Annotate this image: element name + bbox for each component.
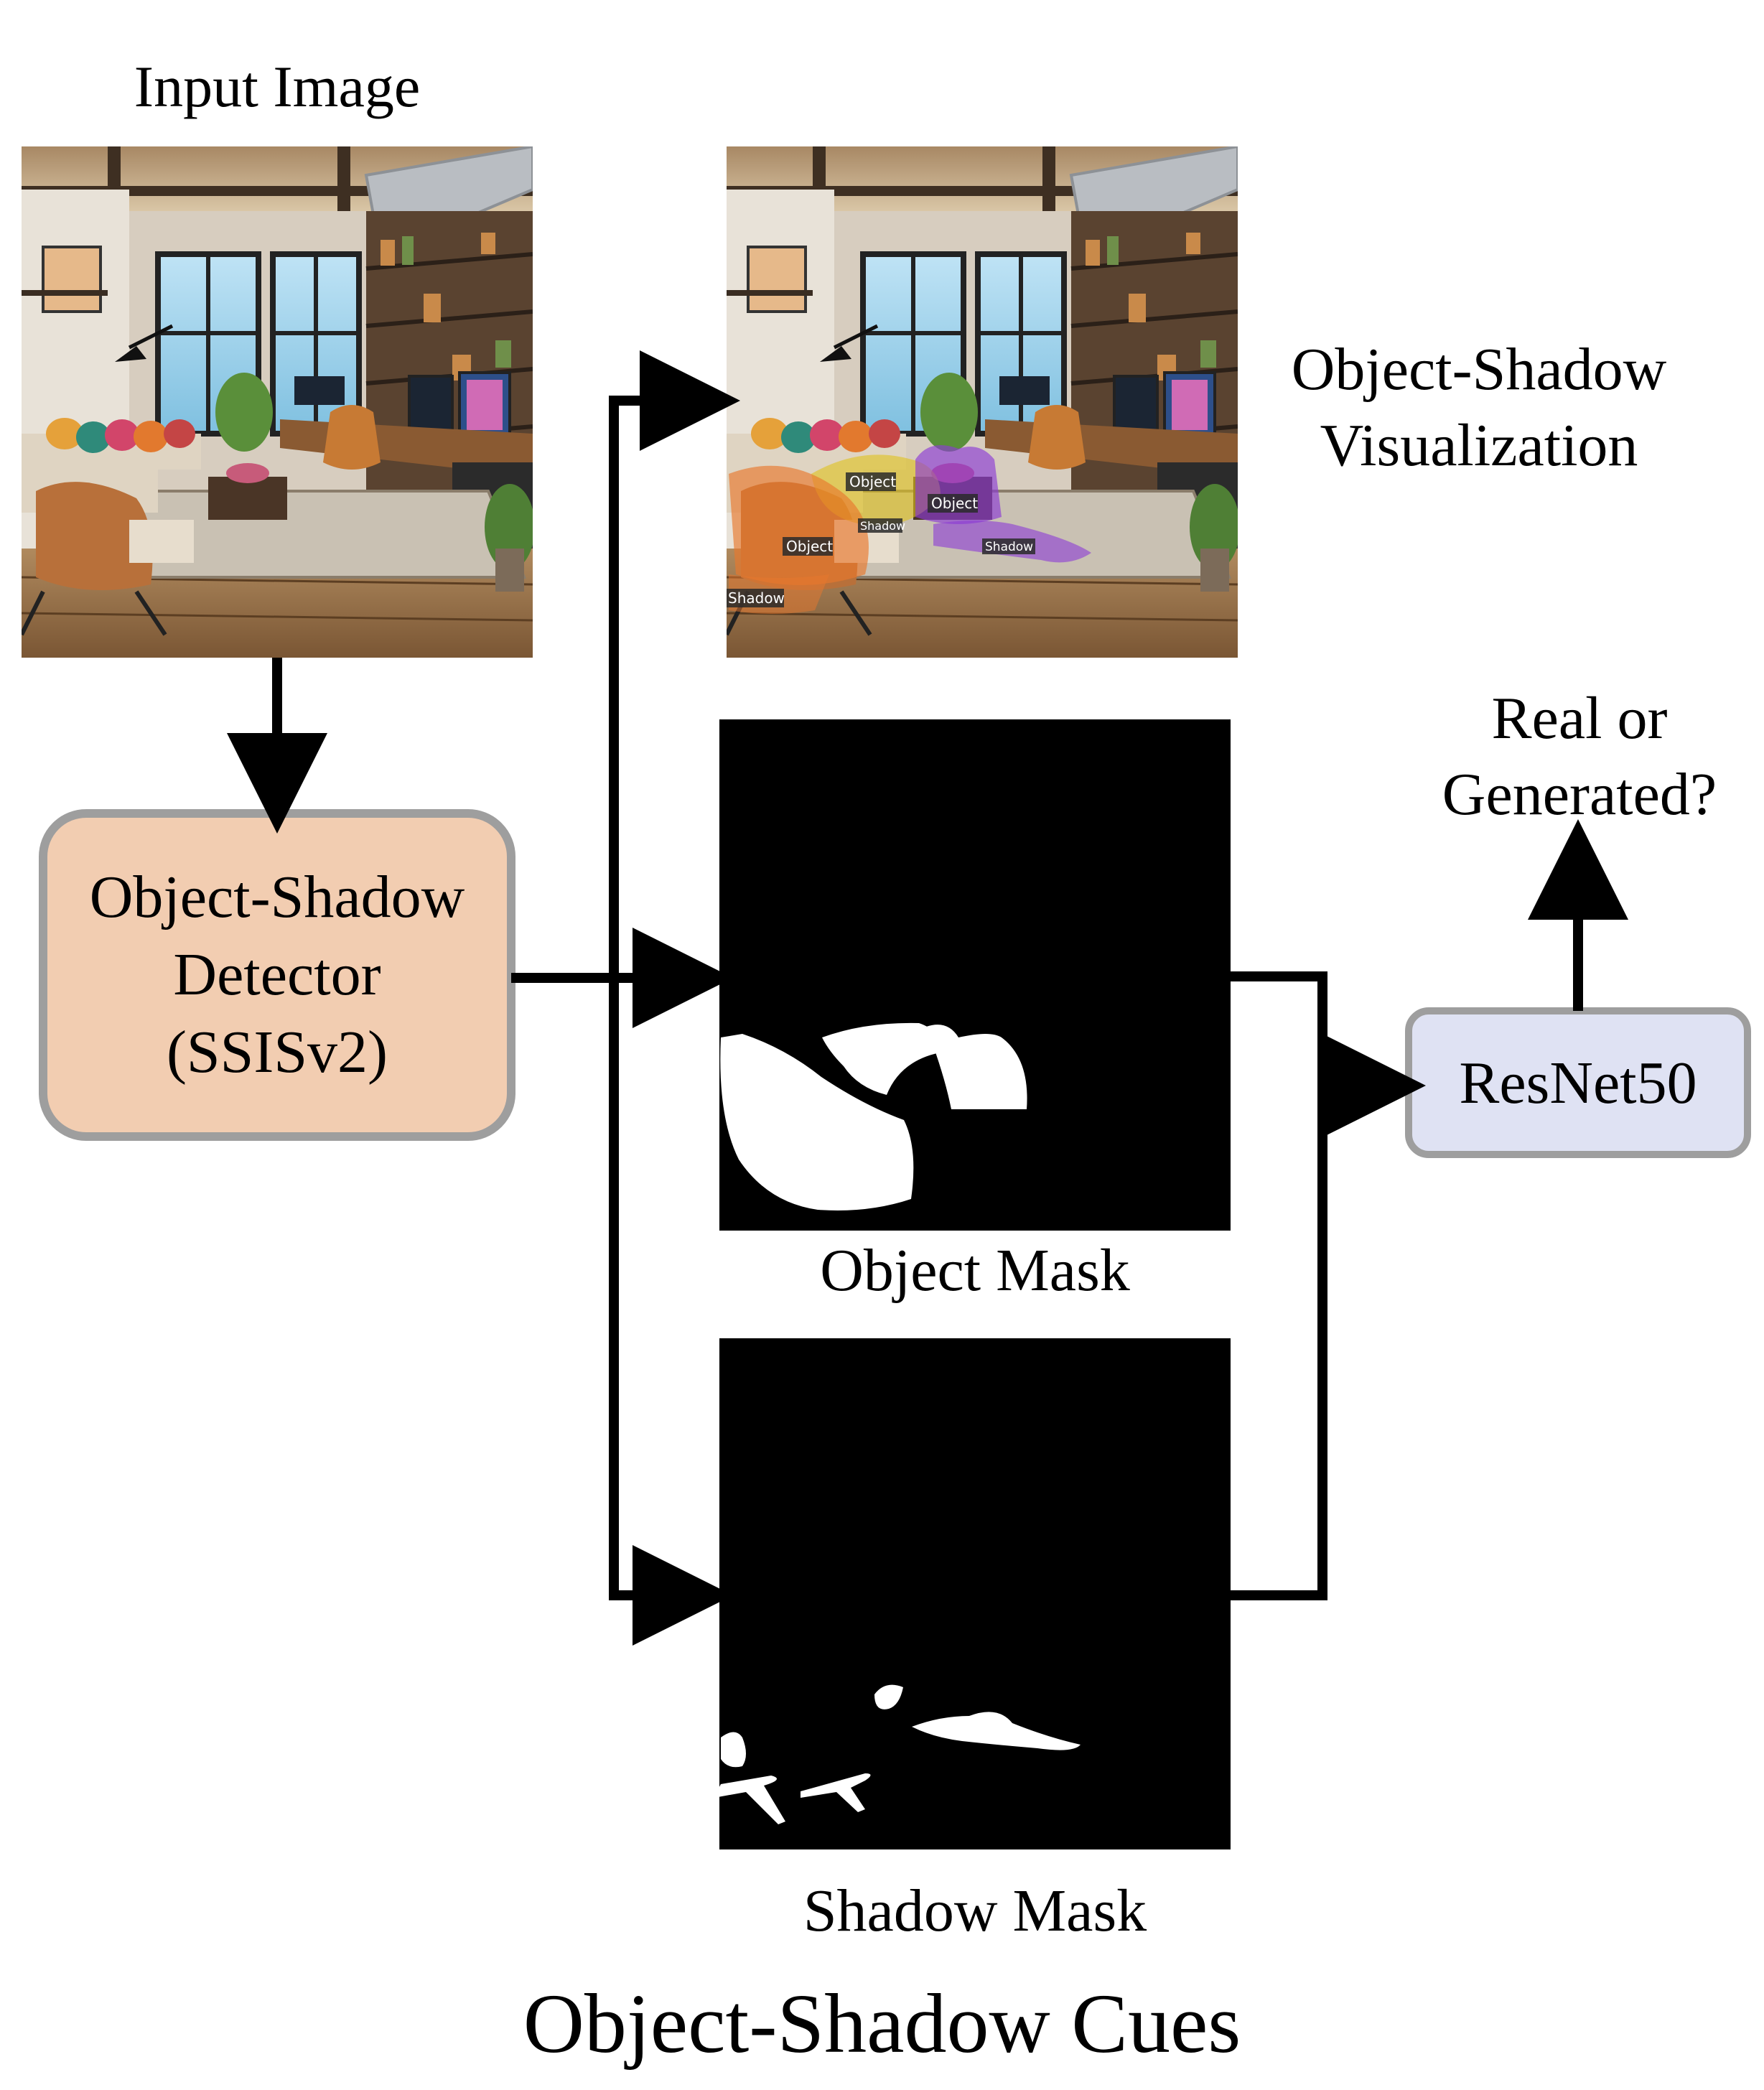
visualization-line: Object-Shadow [1291, 336, 1667, 403]
object-mask-out [1231, 971, 1327, 1086]
detector-label: Object-Shadow Detector (SSISv2) [47, 818, 507, 1132]
shadow-mask-image [719, 1338, 1231, 1849]
overlay-object-orange [729, 465, 869, 585]
visualization-label: Object-Shadow Visualization [1264, 332, 1694, 484]
output-label: Real or Generated? [1378, 681, 1764, 833]
shadow-mask-label: Shadow Mask [803, 1877, 1147, 1944]
visualization-line: Visualization [1320, 412, 1638, 479]
resnet-label: ResNet50 [1459, 1049, 1697, 1116]
overlay-tag: Object [931, 495, 978, 512]
visualization-image: Object Object Object Shadow Shadow Shado… [727, 146, 1240, 658]
object-mask-label: Object Mask [820, 1237, 1130, 1304]
connectors [227, 350, 1628, 1646]
diagram-title: Object-Shadow Cues [523, 1977, 1241, 2071]
output-line: Generated? [1442, 761, 1717, 828]
overlay-tag: Shadow [985, 540, 1033, 554]
input-image-label: Input Image [134, 54, 421, 119]
detector-line: Detector [173, 941, 381, 1008]
overlay-tag: Shadow [728, 589, 785, 607]
detector-line: Object-Shadow [89, 864, 465, 930]
shadow-mask-out [1231, 1086, 1327, 1600]
output-line: Real or [1491, 685, 1668, 752]
overlay-tag: Object [786, 538, 833, 555]
overlay-tag: Object [849, 473, 896, 490]
detector-line: (SSISv2) [166, 1019, 388, 1086]
overlay-tag: Shadow [860, 519, 905, 533]
object-mask-image [719, 719, 1231, 1231]
input-image [22, 146, 535, 658]
